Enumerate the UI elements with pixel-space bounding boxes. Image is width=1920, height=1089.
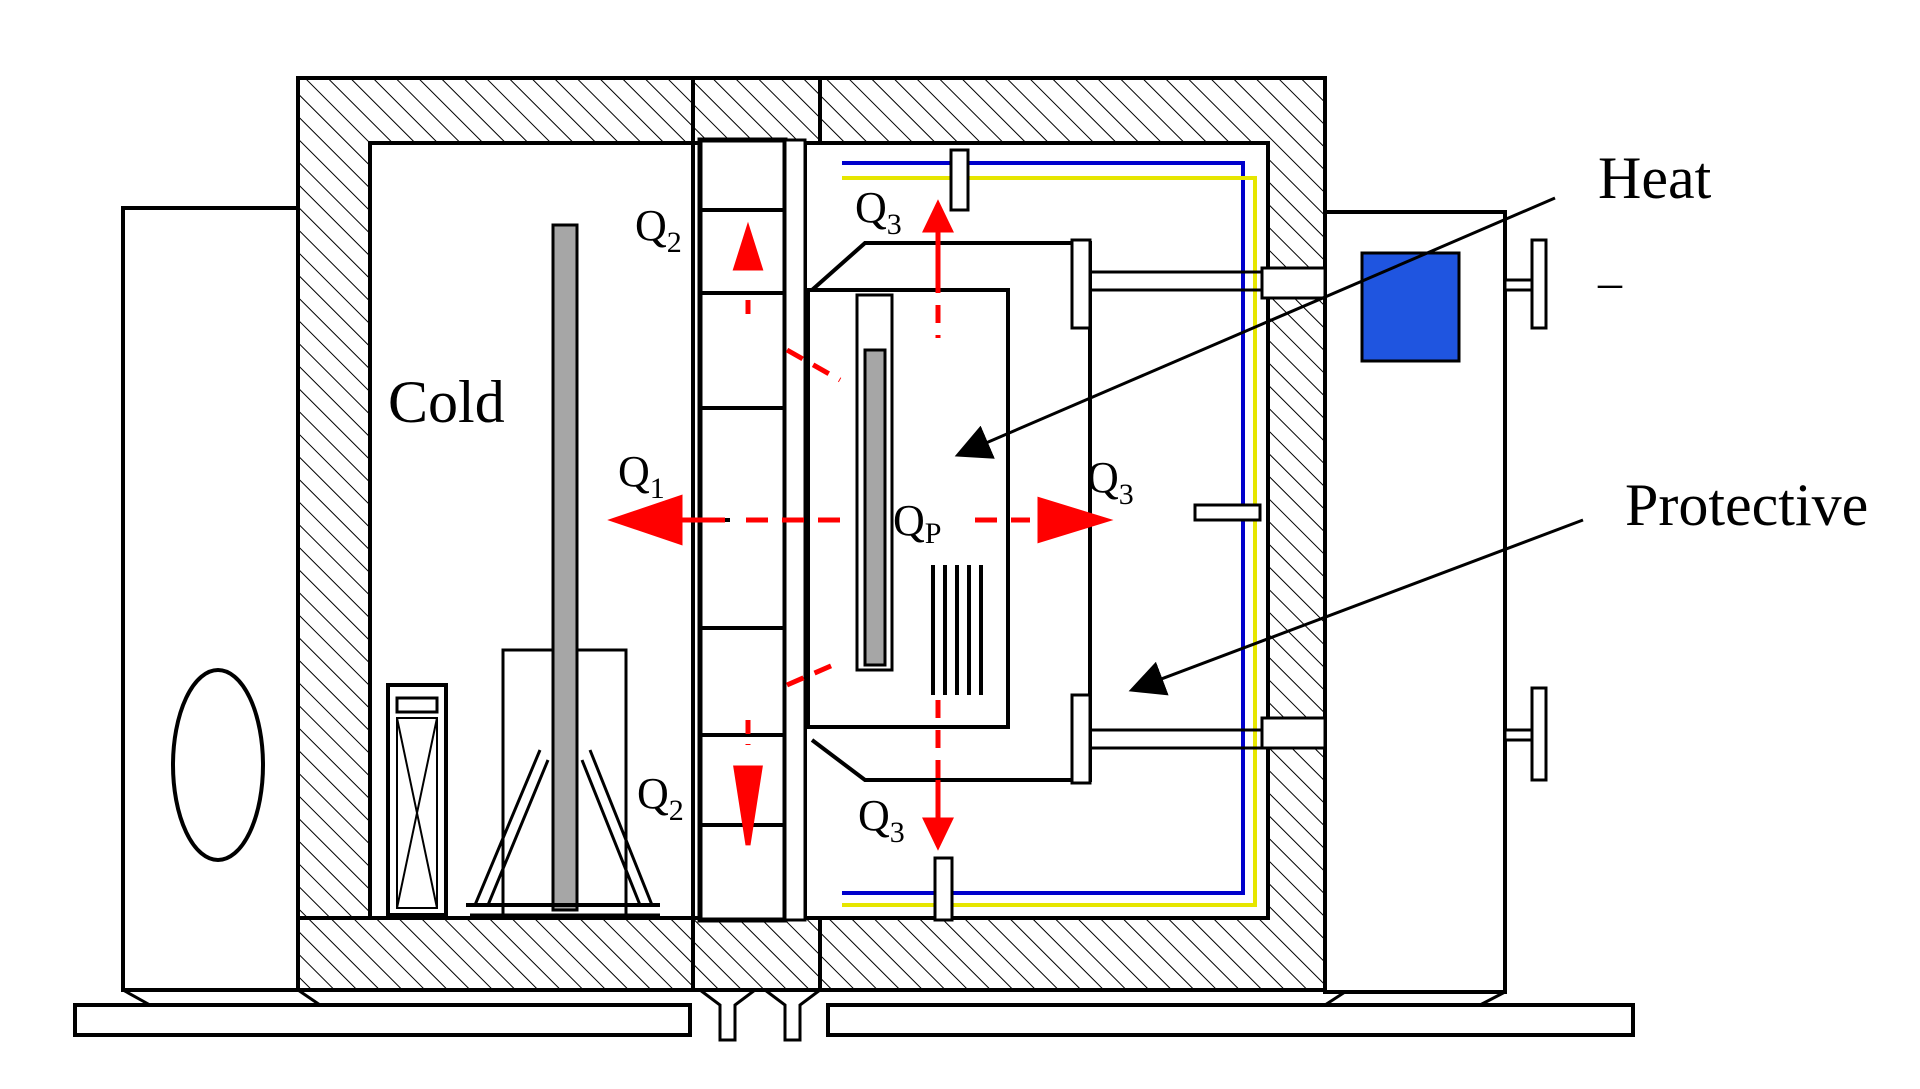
cold-chamber-equipment [386, 223, 660, 917]
q2-bottom-arrow [733, 765, 763, 846]
metering-box [806, 288, 1010, 729]
label-q3-bottom: Q3 [858, 791, 905, 849]
hot-chamber-internals [806, 148, 1262, 922]
heat-flow-arrows [607, 199, 1114, 851]
q2-top-arrow [732, 221, 764, 271]
sensor-bottom [933, 856, 954, 922]
label-q2-top: Q2 [635, 201, 682, 259]
left-side-cabinet [121, 206, 321, 1007]
label-q1: Q1 [618, 447, 665, 505]
baffle-plate [863, 348, 887, 667]
q3-bottom-arrow [922, 817, 954, 851]
specimen-wall [697, 137, 807, 923]
sensor-top [949, 148, 970, 212]
sensor-right [1193, 503, 1262, 522]
viewing-window [171, 668, 265, 862]
callout-leaders [954, 196, 1584, 696]
label-q2-bottom: Q2 [637, 769, 684, 827]
qp-arrow-right [1037, 496, 1114, 544]
q3-top-arrow [922, 199, 954, 233]
handle-lower [1503, 686, 1548, 782]
controller-panel [1360, 251, 1461, 363]
label-cold: Cold [388, 369, 505, 435]
label-heat-dash: – [1597, 256, 1623, 309]
cooling-coil-rod [551, 223, 579, 912]
base-platform [73, 988, 1635, 1042]
label-heat: Heat [1598, 145, 1712, 211]
label-protective: Protective [1625, 472, 1868, 538]
right-side-cabinet [1323, 210, 1548, 1007]
handle-upper [1503, 238, 1548, 330]
label-qp: QP [893, 496, 941, 550]
label-q3-right: Q3 [1087, 453, 1134, 511]
heater-element [931, 565, 983, 695]
label-q3-top: Q3 [855, 183, 902, 241]
